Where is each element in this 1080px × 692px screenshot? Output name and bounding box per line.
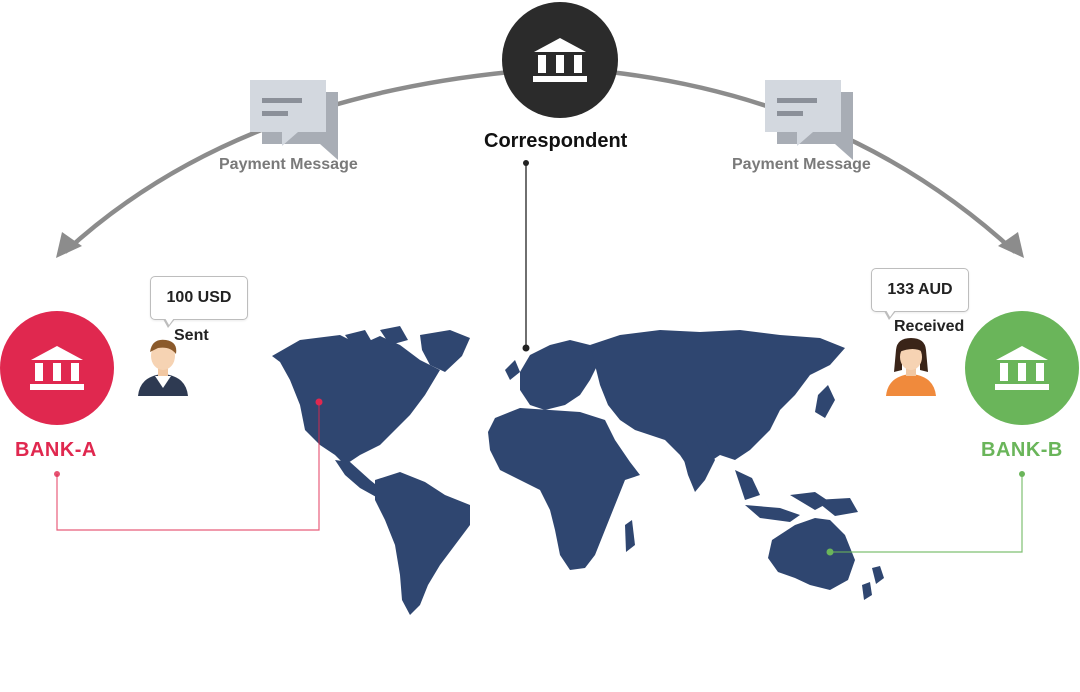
received-amount-bubble: 133 AUD xyxy=(871,268,969,320)
bank-a-connector xyxy=(54,398,323,531)
bank-b-icon xyxy=(965,311,1079,425)
bank-a-icon xyxy=(0,311,114,425)
bank-b-label: BANK-B xyxy=(981,439,1063,461)
chat-message-icon-right xyxy=(765,80,853,160)
correspondent-label: Correspondent xyxy=(484,130,628,152)
received-status-label: Received xyxy=(894,318,965,335)
sent-status-label: Sent xyxy=(174,327,209,344)
payment-message-label-left: Payment Message xyxy=(219,156,358,173)
payment-message-label-right: Payment Message xyxy=(732,156,871,173)
arrow-head-right xyxy=(998,232,1024,258)
world-map xyxy=(272,326,884,615)
woman-avatar-icon xyxy=(886,338,936,396)
arrow-head-left xyxy=(56,232,82,258)
correspondent-bank-icon xyxy=(502,2,618,118)
man-avatar-icon xyxy=(138,339,188,396)
sent-amount: 100 USD xyxy=(166,289,232,306)
received-amount: 133 AUD xyxy=(887,281,953,298)
bank-b-connector xyxy=(826,471,1025,556)
bank-a-label: BANK-A xyxy=(15,439,97,461)
sent-amount-bubble: 100 USD xyxy=(150,276,248,328)
chat-message-icon-left xyxy=(250,80,338,160)
